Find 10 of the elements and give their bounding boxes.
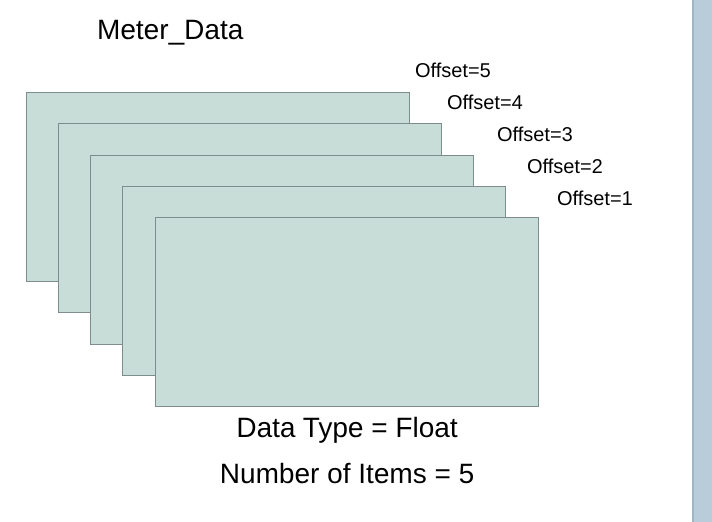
offset-label: Offset=1 — [557, 188, 633, 211]
diagram-title: Meter_Data — [97, 14, 244, 46]
side-band — [692, 0, 712, 522]
stacked-sheet — [155, 217, 539, 407]
offset-label: Offset=2 — [527, 156, 603, 179]
caption-text: Data Type = Float — [236, 412, 458, 443]
offset-label: Offset=5 — [415, 60, 491, 83]
offset-label: Offset=3 — [497, 124, 573, 147]
offset-label: Offset=4 — [447, 92, 523, 115]
caption-text: Number of Items = 5 — [220, 458, 474, 489]
